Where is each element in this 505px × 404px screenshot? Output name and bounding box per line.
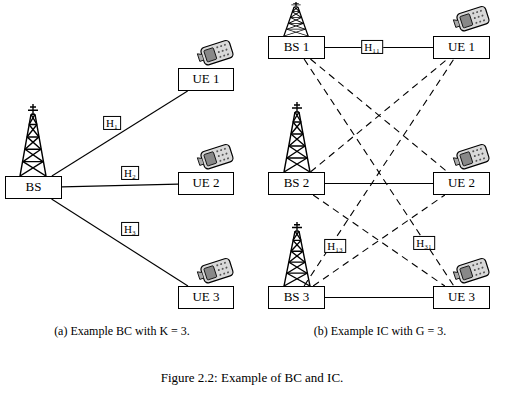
node-label: BS [26,180,42,194]
user-equipment-box: UE 3 [433,286,490,309]
node-label: UE 2 [448,176,475,190]
user-equipment-box: UE 3 [178,286,234,309]
channel-link [62,184,178,187]
interference-link [310,59,447,172]
node-label: BS 1 [284,40,310,54]
channel-link [52,91,188,176]
interference-link [304,59,454,286]
subfigure-caption: (b) Example IC with G = 3. [314,324,446,339]
tower-icon [284,222,310,286]
phone-icon [452,5,490,33]
base-station-box: BS [5,176,62,199]
base-station-box: BS 2 [268,172,325,195]
node-label: UE 1 [448,40,475,54]
channel-label: H₃ [121,222,139,236]
interference-link [313,195,445,286]
user-equipment-box: UE 1 [178,68,234,91]
tower-icon [284,2,308,36]
phone-icon [196,39,234,67]
subfigure-caption: (a) Example BC with K = 3. [54,324,190,339]
channel-link [52,199,188,286]
tower-icon [284,102,310,172]
channel-label: H₁₃ [324,239,346,253]
interference-link [313,195,445,286]
interference-link [310,59,447,172]
interference-link [304,59,454,286]
phone-icon [196,257,234,285]
channel-label: H₁₁ [361,40,383,54]
channel-link [325,183,433,184]
user-equipment-box: UE 2 [178,172,234,195]
phone-icon [452,143,490,171]
phone-icon [452,257,490,285]
channel-label: H₁ [103,116,121,130]
base-station-box: BS 3 [268,286,325,309]
node-label: BS 2 [284,176,310,190]
tower-icon [20,104,46,176]
user-equipment-box: UE 2 [433,172,490,195]
node-label: UE 2 [192,176,219,190]
base-station-box: BS 1 [268,36,325,59]
figure-caption: Figure 2.2: Example of BC and IC. [161,370,344,386]
phone-icon [196,143,234,171]
user-equipment-box: UE 1 [433,36,490,59]
node-label: UE 3 [448,290,475,304]
channel-label: H₂ [121,166,139,180]
node-label: UE 1 [192,72,219,86]
node-label: BS 3 [284,290,310,304]
channel-link [325,297,433,298]
node-label: UE 3 [192,290,219,304]
channel-label: H₃₁ [413,236,435,250]
